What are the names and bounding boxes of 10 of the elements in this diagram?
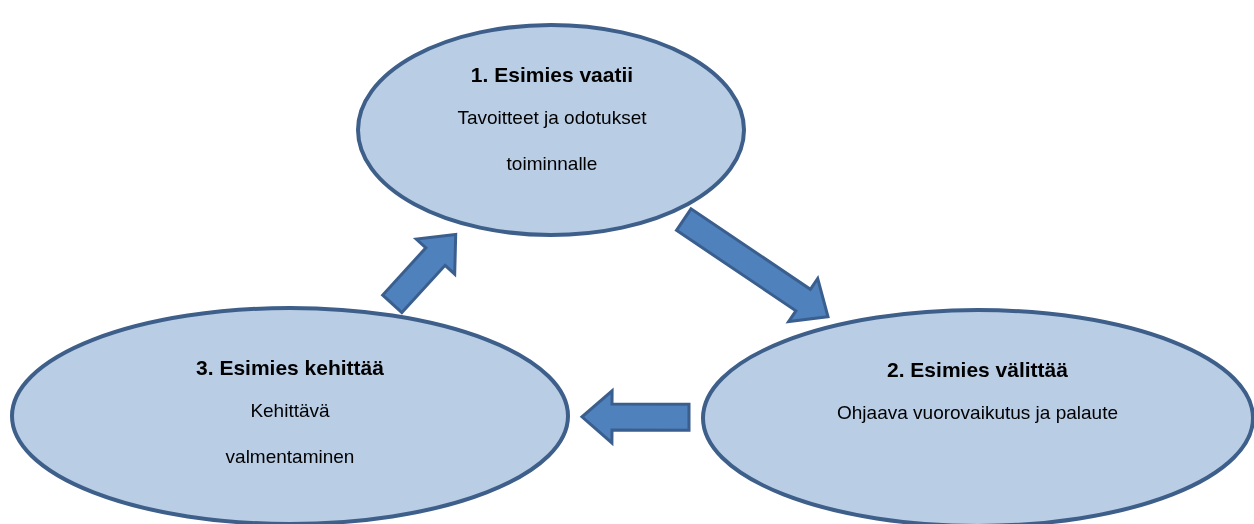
block-arrow bbox=[579, 387, 691, 447]
ellipse-node bbox=[356, 23, 748, 238]
node-heading: 2. Esimies välittää bbox=[887, 357, 1068, 383]
node-description: Kehittävä valmentaminen bbox=[224, 399, 356, 469]
block-arrow bbox=[380, 232, 458, 315]
node-description: Ohjaava vuorovaikutus ja palaute bbox=[836, 401, 1119, 425]
node-heading: 1. Esimies vaatii bbox=[470, 62, 634, 88]
node-description: Tavoitteet ja odotukset toiminnalle bbox=[456, 106, 648, 176]
block-arrow bbox=[674, 206, 830, 324]
node-heading: 3. Esimies kehittää bbox=[196, 355, 384, 381]
